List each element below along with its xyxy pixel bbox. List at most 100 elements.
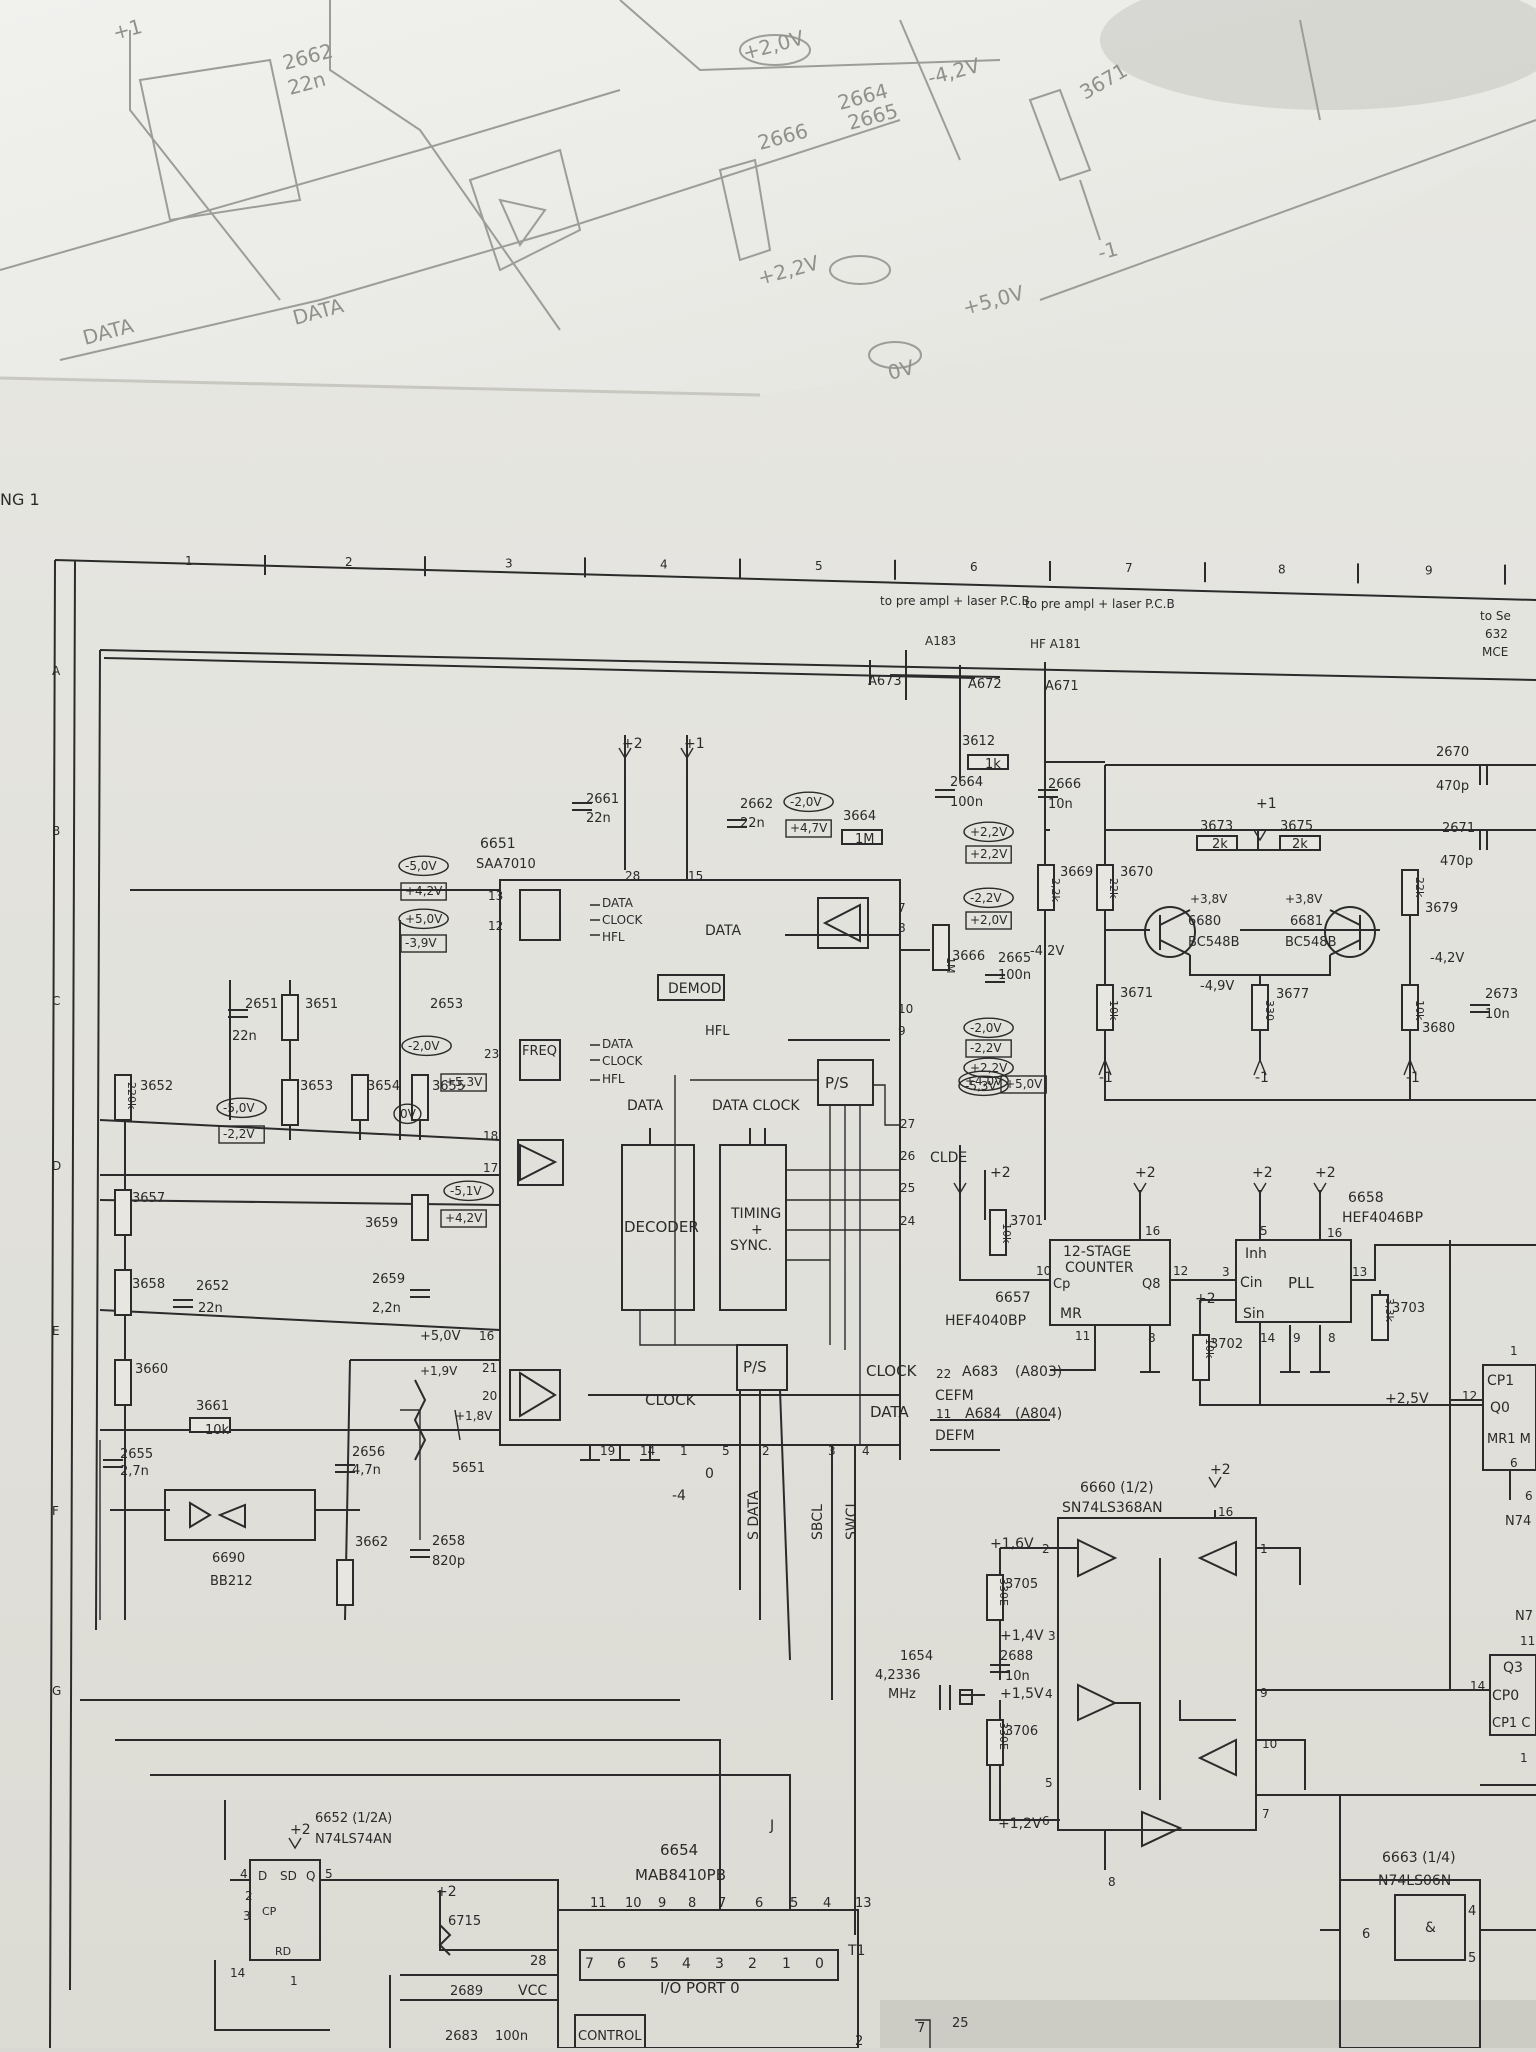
voltage-oval-oval — [398, 855, 449, 877]
port-bit: 4 — [682, 1956, 691, 1972]
defm-label: DEFM — [935, 1428, 975, 1444]
voltage-oval-oval — [963, 821, 1014, 843]
row-letter: B — [52, 824, 60, 838]
supply-label: +2 — [436, 1884, 457, 1900]
component-value: 330E — [997, 1722, 1010, 1750]
voltage-oval: +4,0V — [965, 1074, 1003, 1088]
component-label: 22n — [586, 811, 611, 826]
pin-name: Q0 — [1490, 1400, 1510, 1416]
ps-label: P/S — [825, 1074, 849, 1092]
voltage-box-box — [965, 1039, 1012, 1058]
component-label: 2k — [1292, 837, 1308, 852]
voltage-box: -2,2V — [970, 1041, 1002, 1055]
timing-data-clock: DATA CLOCK — [712, 1098, 800, 1114]
voltage-oval: +5,0V — [405, 912, 443, 926]
pin-voltage: +1,8V — [455, 1409, 493, 1423]
voltage-box-box — [965, 845, 1012, 864]
component-label: 100n — [495, 2029, 528, 2044]
voltage-label: +3,8V — [1285, 892, 1323, 906]
voltage-label: -4,2V — [1030, 944, 1064, 959]
ic-pin-number: 8 — [1148, 1331, 1156, 1345]
component-value: 1M — [944, 957, 957, 974]
component-value: 3,3k — [1383, 1298, 1396, 1322]
component-label: 3652 — [140, 1079, 173, 1094]
component-label: 1k — [985, 757, 1001, 772]
pin-name: MR1 M — [1487, 1432, 1531, 1447]
left-network — [99, 889, 501, 1621]
row-letter: F — [52, 1504, 59, 1518]
component-label: 2,7n — [120, 1464, 149, 1479]
connector-ref: HF A181 — [1030, 637, 1081, 651]
component-value: 10k — [1000, 1223, 1013, 1244]
component-label: 3706 — [1005, 1724, 1038, 1739]
voltage-oval-oval — [783, 791, 834, 813]
signal-label: HFL — [602, 930, 625, 944]
ic-part: HEF4046BP — [1342, 1210, 1423, 1226]
component-value: 330 — [1263, 1000, 1276, 1021]
clock-efm: CLOCK — [866, 1362, 918, 1380]
component-label: 3659 — [365, 1216, 398, 1231]
voltage-label: -4,9V — [1200, 979, 1234, 994]
voltage-oval: -5,0V — [223, 1101, 255, 1115]
ic-pin-number: 24 — [900, 1214, 915, 1228]
ic-pin-number: 15 — [688, 869, 703, 883]
ic-pin-number: 10 — [1036, 1264, 1051, 1278]
control-label: CONTROL — [578, 2029, 642, 2044]
pin-name: SD — [280, 1869, 297, 1883]
port-label: I/O PORT 0 — [660, 1979, 740, 1997]
pin-name: MR — [1060, 1306, 1082, 1322]
port-bit: 3 — [715, 1956, 724, 1972]
ic-pin-number: 3 — [1222, 1265, 1230, 1279]
voltage-label: +1,2V — [998, 1816, 1042, 1832]
ground-neg: -4 — [672, 1488, 686, 1504]
port-bit: 1 — [782, 1956, 791, 1972]
component-label: 5651 — [452, 1461, 485, 1476]
component-label: 3671 — [1120, 986, 1153, 1001]
ic-pin-number: 17 — [483, 1161, 498, 1175]
voltage-box-box — [1000, 1075, 1047, 1094]
voltage-box: +2,0V — [970, 913, 1008, 927]
component-label: 2688 — [1000, 1649, 1033, 1664]
component-label: 3673 — [1200, 819, 1233, 834]
voltage-box-box — [400, 882, 447, 901]
ic-pin-number: 14 — [1260, 1331, 1275, 1345]
signal-label: HFL — [602, 1072, 625, 1086]
ic-pin-number: 4 — [240, 1867, 248, 1881]
component-label: 2666 — [1048, 777, 1081, 792]
ic-pin-number: 6 — [1042, 1814, 1050, 1828]
ic-ref: 6654 — [660, 1841, 698, 1859]
connector-ref: A673 — [868, 674, 902, 689]
ic-pin-number: 18 — [483, 1129, 498, 1143]
ic-pin-number: 7 — [1262, 1807, 1270, 1821]
voltage-label: +3,8V — [1190, 892, 1228, 906]
ic-pin-number: 14 — [230, 1966, 245, 1980]
bottom-ics — [80, 1699, 1536, 2049]
ruler-number: 5 — [815, 559, 823, 573]
ruler-number: 7 — [1125, 561, 1133, 575]
supply-arrows — [288, 735, 1417, 1850]
ic-pin-number: 2 — [855, 2034, 863, 2048]
ruler-number: 6 — [970, 560, 978, 574]
timing-label: TIMING — [730, 1206, 781, 1222]
voltage-oval: +2,2V — [970, 1061, 1008, 1075]
component-label: 3680 — [1422, 1021, 1455, 1036]
component-label: BC548B — [1285, 935, 1337, 950]
voltage-oval: 0V — [400, 1107, 417, 1121]
component-label: 22n — [198, 1301, 223, 1316]
component-label: 3661 — [196, 1399, 229, 1414]
component-label: 4,2336 — [875, 1668, 921, 1683]
ic-part: SAA7010 — [476, 857, 536, 872]
ic-pin-number: 8 — [688, 1896, 696, 1911]
connector-ref: A672 — [968, 677, 1002, 692]
component-label: 3662 — [355, 1535, 388, 1550]
ic-pin-number: 6 — [1510, 1456, 1518, 1470]
ic-pin-number: 3 — [828, 1444, 836, 1458]
component-label: 10n — [1048, 797, 1073, 812]
swcl-label: SWCL — [844, 1499, 860, 1540]
ruler-number: 8 — [1278, 562, 1286, 576]
ruler-number: 3 — [505, 556, 513, 570]
voltage-box-box — [965, 911, 1012, 930]
ic-pin-number: 10 — [898, 1002, 913, 1016]
ic-pin-number: 14 — [640, 1444, 655, 1458]
ic-pin-number: 16 — [479, 1329, 494, 1343]
